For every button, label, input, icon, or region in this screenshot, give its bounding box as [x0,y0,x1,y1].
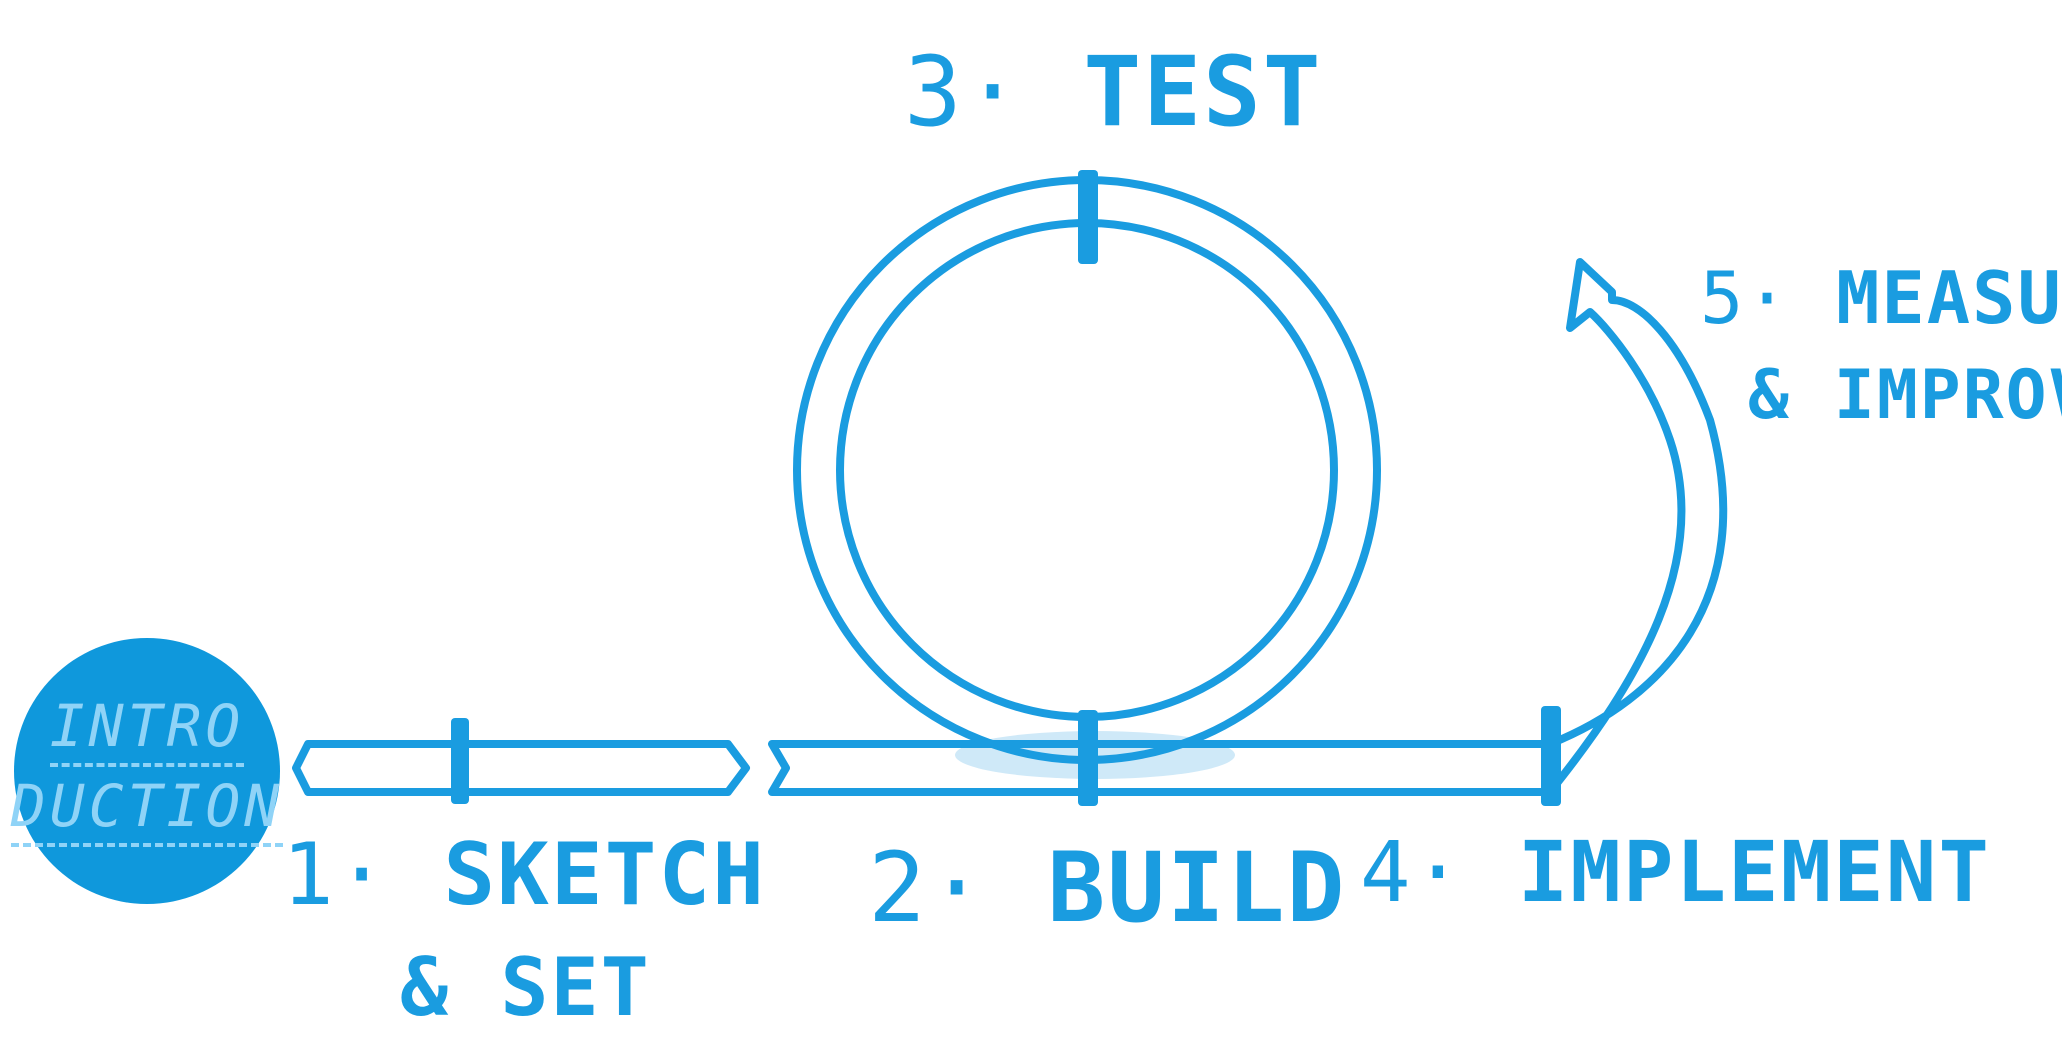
track-segment-build [768,740,1554,796]
track-segment-sketch [292,740,750,796]
step1-subtitle: & SET [400,941,651,1034]
step5-number: 5· [1700,256,1791,340]
step4-label: 4· IMPLEMENT [1360,830,1991,914]
step5-subtitle: & IMPROVE [1748,356,2062,435]
step1-title: SKETCH [443,825,767,925]
step4-number: 4· [1360,823,1466,921]
milestone-tick-implement [1541,706,1561,806]
measure-arrow [1546,258,1728,796]
step2-number: 2· [868,832,988,944]
test-loop-outer [793,176,1381,764]
intro-label-line2: DUCTION [10,774,284,847]
intro-label-line1: INTRO [49,694,245,767]
test-loop-inner [836,219,1338,721]
step2-title: BUILD [1047,832,1347,944]
step1-label: 1· SKETCH [282,832,766,918]
milestone-tick-sketch [451,718,469,804]
step3-label: 3· TEST [904,44,1323,140]
milestone-tick-build [1078,710,1098,806]
step1-number: 1· [282,825,390,925]
milestone-tick-test [1078,170,1098,264]
step5-title: MEASURE [1836,256,2062,340]
intro-badge: INTRO DUCTION [10,638,284,904]
step2-label: 2· BUILD [868,840,1346,936]
step5-label: 5· MEASURE [1700,262,2062,334]
step4-title: IMPLEMENT [1517,823,1991,921]
step3-title: TEST [1083,36,1323,148]
step3-number: 3· [904,36,1024,148]
